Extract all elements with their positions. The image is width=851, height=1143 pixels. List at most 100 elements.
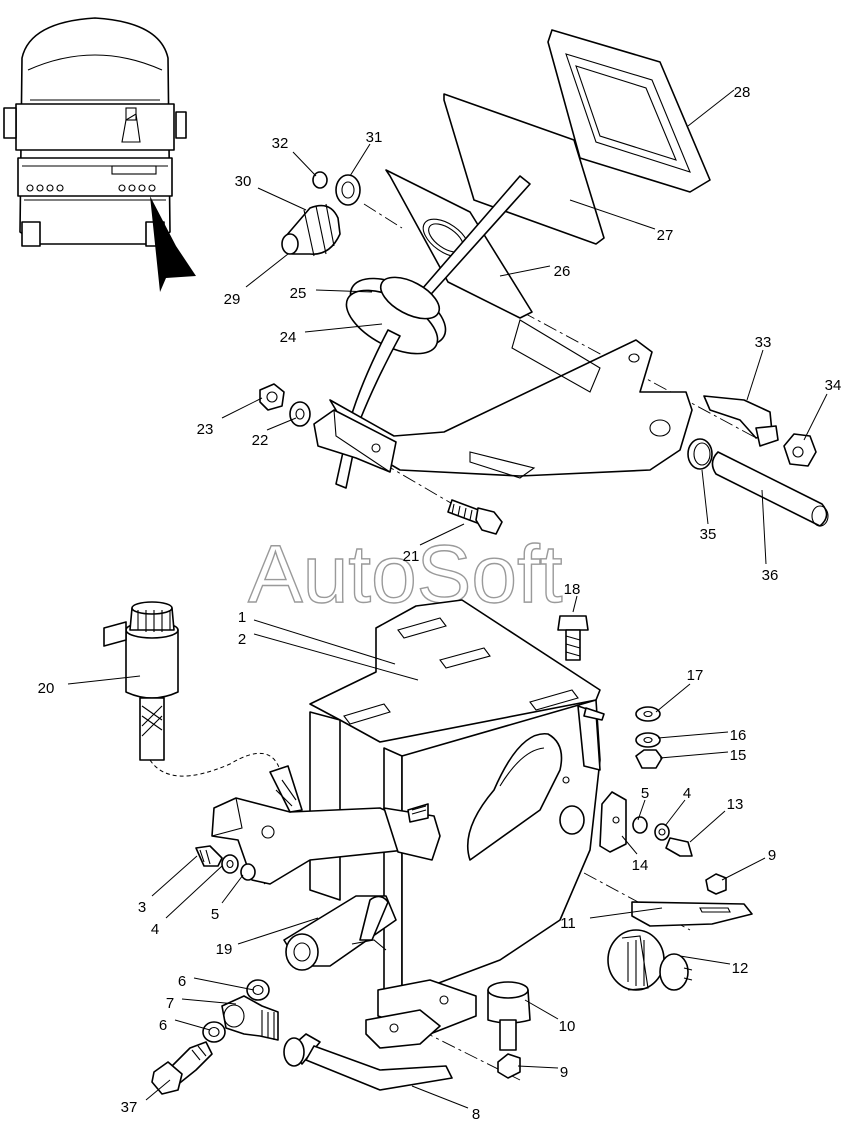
part-label-c27: 27 [657, 227, 674, 244]
part-15-nut [635, 749, 663, 769]
part-label-c14: 14 [632, 857, 649, 874]
part-35-bushing [687, 438, 713, 470]
part-label-c7: 7 [166, 995, 174, 1012]
leader-line-c13 [689, 810, 726, 843]
leader-line-c23 [221, 397, 263, 419]
part-label-c17: 17 [687, 667, 704, 684]
leader-line-c30 [257, 187, 307, 211]
leader-line-c24 [304, 323, 383, 333]
part-label-c6a: 6 [178, 973, 186, 990]
part-17-washer [635, 706, 661, 722]
leader-line-c4 [165, 865, 223, 919]
part-label-c4: 4 [151, 921, 159, 938]
callout-leaders [67, 89, 828, 1109]
part-label-c9a: 9 [560, 1064, 568, 1081]
part-9-nut-right [705, 873, 727, 895]
part-label-c35: 35 [700, 526, 717, 543]
part-28-gasket [547, 29, 711, 193]
leader-line-c2 [253, 633, 419, 681]
part-31-ring [335, 174, 361, 206]
part-label-c20: 20 [38, 680, 55, 697]
part-14-bracket [599, 791, 627, 853]
bus-locator-inset [3, 17, 196, 292]
leader-line-c10 [524, 999, 559, 1020]
part-label-c8: 8 [472, 1106, 480, 1123]
part-label-c15: 15 [730, 747, 747, 764]
part-6-washer-top [246, 979, 270, 1001]
part-label-c22: 22 [252, 432, 269, 449]
part-8-pipe [283, 1033, 453, 1091]
leader-line-c9b [721, 857, 766, 881]
leader-line-c12 [679, 955, 731, 965]
part-label-c11: 11 [560, 915, 576, 932]
part-6-washer-bottom [202, 1021, 226, 1043]
leader-line-c20 [67, 675, 141, 685]
part-13-screw [665, 837, 693, 857]
part-19-cylinder [283, 895, 397, 971]
part-label-c19: 19 [216, 941, 233, 958]
part-label-c6b: 6 [159, 1017, 167, 1034]
location-arrow-icon [150, 196, 196, 292]
part-label-c23: 23 [197, 421, 214, 438]
part-33-pin [703, 395, 779, 447]
part-34-nut [783, 433, 817, 467]
part-label-c30: 30 [235, 173, 252, 190]
leader-line-c33 [746, 349, 764, 401]
leader-line-c14 [621, 835, 638, 855]
part-3-screw [195, 845, 223, 867]
part-27-plate [443, 93, 605, 245]
part-22-washer [289, 401, 311, 427]
part-10-stop [487, 981, 531, 1051]
part-5-washer-right [632, 816, 648, 834]
part-36-pin [711, 451, 829, 527]
part-9-nut-bottom [497, 1053, 521, 1079]
part-label-c13: 13 [727, 796, 744, 813]
leader-line-c1 [253, 619, 396, 665]
part-37-banjo-bolt [151, 1041, 213, 1095]
part-7-banjo [221, 995, 279, 1041]
pedal-arm [211, 765, 441, 885]
leader-line-c4b [664, 799, 686, 827]
part-4-washer-left [221, 854, 239, 874]
part-label-c4b: 4 [683, 785, 691, 802]
leader-line-c5b [637, 799, 646, 821]
leader-line-c17 [655, 683, 691, 713]
leader-line-c15 [659, 751, 729, 759]
part-label-c16: 16 [730, 727, 747, 744]
leader-line-c36 [761, 489, 767, 565]
part-11-bracket [631, 901, 753, 927]
part-label-c9b: 9 [768, 847, 776, 864]
leader-line-c8 [411, 1085, 469, 1109]
part-32-clip [312, 171, 328, 189]
part-label-c31: 31 [366, 129, 383, 146]
part-20-reservoir [103, 601, 179, 761]
part-label-c34: 34 [825, 377, 842, 394]
leader-line-c26 [499, 265, 551, 277]
part-label-c25: 25 [290, 285, 307, 302]
leader-line-c22 [266, 417, 297, 431]
part-label-c32: 32 [272, 135, 289, 152]
leader-line-c5 [221, 874, 244, 904]
part-label-c5b: 5 [641, 785, 649, 802]
part-label-c28: 28 [734, 84, 751, 101]
part-16-washer [635, 732, 661, 748]
leader-line-c28 [687, 89, 735, 127]
leader-line-c35 [701, 469, 709, 525]
part-24-25-discs [345, 276, 447, 355]
part-23-nut [259, 383, 285, 411]
leader-line-c25 [315, 289, 373, 293]
leader-line-c9a [517, 1065, 559, 1069]
part-5-washer-left [240, 863, 256, 881]
leader-line-c19 [237, 917, 319, 945]
leader-line-c34 [803, 393, 828, 441]
part-label-c21: 21 [403, 548, 420, 565]
part-label-c37: 37 [121, 1099, 138, 1116]
cam-plate [466, 705, 605, 861]
part-label-c12: 12 [732, 960, 749, 977]
leader-line-c29 [245, 253, 289, 288]
part-29-30-bushing [281, 203, 341, 257]
leader-line-c27 [569, 199, 656, 230]
leader-line-c6b [174, 1019, 211, 1031]
part-label-c29: 29 [224, 291, 241, 308]
